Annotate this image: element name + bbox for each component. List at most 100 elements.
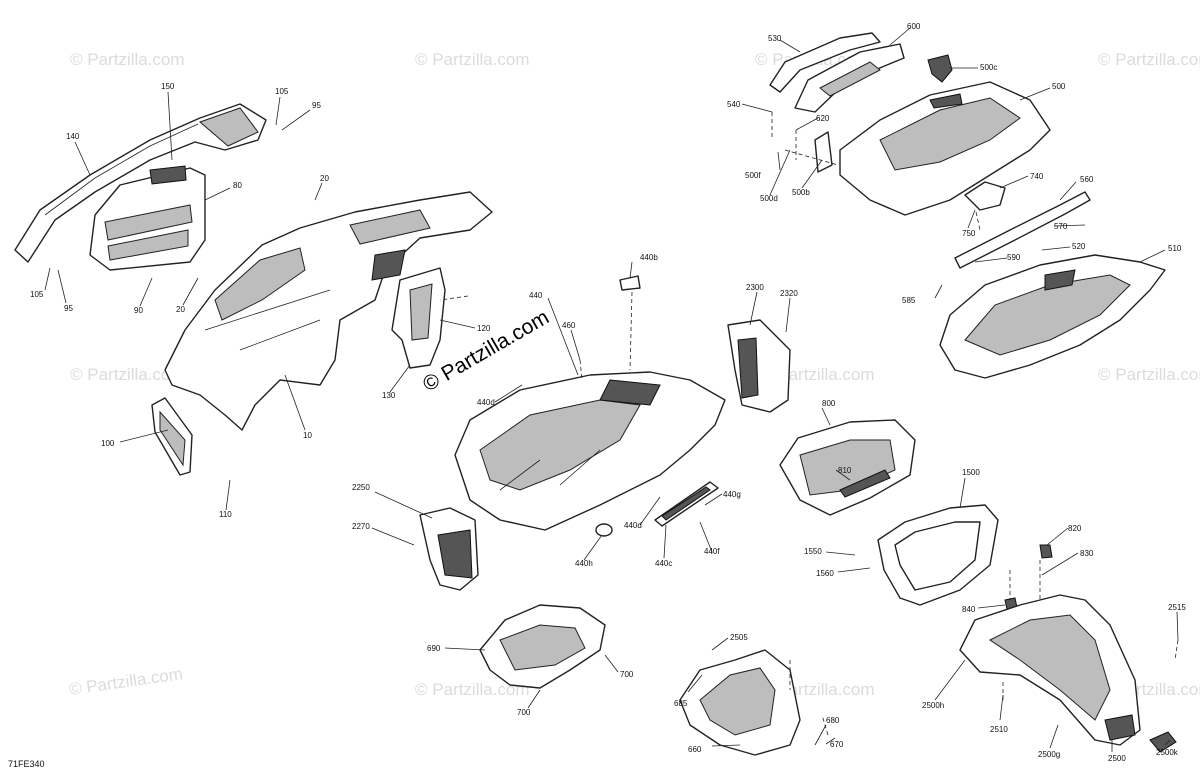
part-10-dashboard-frame bbox=[164, 191, 493, 431]
part-label-2505: 2505 bbox=[730, 633, 748, 642]
part-label-570: 570 bbox=[1054, 222, 1068, 231]
part-2500k-cap bbox=[1149, 731, 1177, 753]
part-label-20: 20 bbox=[176, 305, 185, 314]
part-label-700: 700 bbox=[620, 670, 634, 679]
watermark: © Partzilla.com bbox=[70, 50, 185, 69]
leader-lines bbox=[44, 27, 1179, 752]
part-label-80: 80 bbox=[233, 181, 242, 190]
part-label-830: 830 bbox=[1080, 549, 1094, 558]
part-label-140: 140 bbox=[66, 132, 80, 141]
part-labels: 140 150 105 95 80 20 105 95 90 20 10 100… bbox=[30, 22, 1186, 763]
part-label-440: 440 bbox=[529, 291, 543, 300]
part-label-2270: 2270 bbox=[352, 522, 370, 531]
part-label-530: 530 bbox=[768, 34, 782, 43]
part-label-2500: 2500 bbox=[1108, 754, 1126, 763]
watermark: © Partzilla.com bbox=[1098, 50, 1200, 69]
part-label-660: 660 bbox=[688, 745, 702, 754]
part-label-440c: 440c bbox=[655, 559, 672, 568]
part-label-540: 540 bbox=[727, 100, 741, 109]
part-label-110: 110 bbox=[219, 510, 232, 519]
part-label-500c: 500c bbox=[980, 63, 997, 72]
part-label-800: 800 bbox=[822, 399, 836, 408]
part-label-670: 670 bbox=[830, 740, 844, 749]
part-label-460: 460 bbox=[562, 321, 576, 330]
part-100-side-panel bbox=[151, 397, 193, 476]
part-label-500d: 500d bbox=[760, 194, 778, 203]
part-label-520: 520 bbox=[1072, 242, 1086, 251]
part-label-20: 20 bbox=[320, 174, 329, 183]
part-label-680: 680 bbox=[826, 716, 840, 725]
watermark: © Partzilla.com bbox=[70, 365, 185, 384]
part-740-clip bbox=[964, 181, 1006, 211]
part-label-690: 690 bbox=[427, 644, 441, 653]
part-label-95: 95 bbox=[312, 101, 321, 110]
part-label-1500: 1500 bbox=[962, 468, 980, 477]
part-label-120: 120 bbox=[477, 324, 491, 333]
part-690-housing bbox=[479, 604, 606, 689]
part-label-2510: 2510 bbox=[990, 725, 1008, 734]
part-label-2300: 2300 bbox=[746, 283, 764, 292]
watermark: © Partzilla.com bbox=[415, 680, 530, 699]
part-label-500b: 500b bbox=[792, 188, 810, 197]
part-label-600: 600 bbox=[907, 22, 921, 31]
part-label-750: 750 bbox=[962, 229, 976, 238]
part-label-685: 685 bbox=[674, 699, 688, 708]
part-label-620: 620 bbox=[816, 114, 830, 123]
part-label-130: 130 bbox=[382, 391, 396, 400]
part-label-440f: 440f bbox=[704, 547, 720, 556]
part-140-upper-trim bbox=[14, 103, 267, 263]
watermark: © Partzilla.com bbox=[1098, 365, 1200, 384]
part-440h-grommet bbox=[595, 523, 613, 537]
part-2300-vent-piece bbox=[727, 319, 791, 413]
part-label-90: 90 bbox=[134, 306, 143, 315]
part-label-150: 150 bbox=[161, 82, 175, 91]
watermark: © Partzilla.com bbox=[68, 664, 184, 699]
part-820-fitting bbox=[1039, 544, 1053, 559]
part-120-bracket bbox=[391, 267, 446, 369]
part-label-2250: 2250 bbox=[352, 483, 370, 492]
part-500c-clip bbox=[927, 54, 953, 83]
part-label-590: 590 bbox=[1007, 253, 1021, 262]
part-label-2320: 2320 bbox=[780, 289, 798, 298]
part-label-105: 105 bbox=[30, 290, 44, 299]
part-2250-lower-panel bbox=[419, 507, 479, 591]
part-label-820: 820 bbox=[1068, 524, 1082, 533]
part-label-105: 105 bbox=[275, 87, 289, 96]
part-label-440d: 440d bbox=[477, 398, 495, 407]
part-label-440b: 440b bbox=[640, 253, 658, 262]
part-440b-clip bbox=[619, 275, 641, 291]
part-560-rail bbox=[954, 191, 1091, 269]
part-600-top-cover bbox=[794, 43, 905, 113]
explode-lines bbox=[439, 112, 1179, 736]
part-530-top-rail bbox=[769, 32, 881, 93]
part-label-810: 810 bbox=[838, 466, 852, 475]
part-label-2500h: 2500h bbox=[922, 701, 944, 710]
part-label-700: 700 bbox=[517, 708, 531, 717]
part-label-500f: 500f bbox=[745, 171, 761, 180]
part-label-440g: 440g bbox=[723, 490, 741, 499]
part-500-top-panel bbox=[839, 81, 1051, 216]
part-440c-strip bbox=[654, 481, 719, 527]
part-1500-bezel bbox=[877, 504, 999, 606]
part-label-95: 95 bbox=[64, 304, 73, 313]
watermark: © Partzilla.com bbox=[415, 50, 530, 69]
part-label-510: 510 bbox=[1168, 244, 1182, 253]
part-510-tray-frame bbox=[939, 254, 1166, 379]
part-80-vent-module bbox=[89, 165, 206, 271]
part-label-740: 740 bbox=[1030, 172, 1044, 181]
part-label-100: 100 bbox=[101, 439, 115, 448]
part-label-560: 560 bbox=[1080, 175, 1094, 184]
part-label-440h: 440h bbox=[575, 559, 593, 568]
part-label-1560: 1560 bbox=[816, 569, 834, 578]
diagram-code: 71FE340 bbox=[8, 759, 45, 769]
part-2500-lower-cowl bbox=[959, 594, 1141, 746]
part-label-440d: 440d bbox=[624, 521, 642, 530]
part-label-2500g: 2500g bbox=[1038, 750, 1060, 759]
part-label-10: 10 bbox=[303, 431, 312, 440]
part-440-storage-tub bbox=[454, 371, 726, 531]
part-660-lower-bracket bbox=[679, 649, 801, 756]
part-label-1550: 1550 bbox=[804, 547, 822, 556]
part-label-2500k: 2500k bbox=[1156, 748, 1179, 757]
part-800-cover bbox=[779, 419, 916, 516]
